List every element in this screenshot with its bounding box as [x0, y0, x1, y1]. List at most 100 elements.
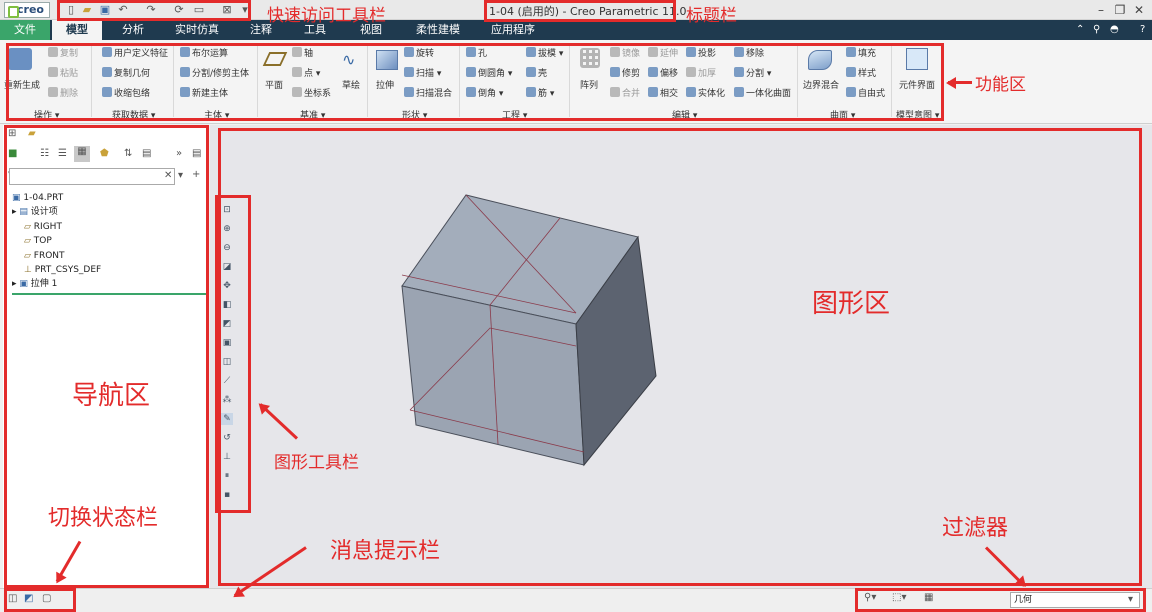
shrinkwrap-command[interactable]: 收缩包络 — [102, 87, 150, 100]
undo-icon[interactable]: ↶ — [118, 3, 128, 16]
restore-button[interactable]: ❐ — [1114, 3, 1126, 17]
pan-icon[interactable]: ✥ — [223, 281, 231, 291]
project-command[interactable]: 投影 — [686, 47, 716, 60]
tree-item-extrude[interactable]: ▸ ▣ 拉伸 1 — [12, 279, 58, 289]
spin-center-icon[interactable]: ↺ — [223, 433, 231, 443]
toggle-browser-icon[interactable]: ◩ — [24, 593, 34, 604]
close-window-icon[interactable]: ⊠ — [222, 3, 232, 16]
help-center-icon[interactable]: ◓ — [1110, 24, 1119, 35]
minimize-button[interactable]: – — [1098, 3, 1104, 17]
unify-surface-command[interactable]: 一体化曲面 — [734, 87, 791, 100]
fill-command[interactable]: 填充 — [846, 47, 876, 60]
zoom-in-icon[interactable]: ⊕ — [223, 224, 231, 234]
extrude-label[interactable]: 拉伸 — [376, 81, 395, 91]
find-icon[interactable]: ⚲▾ — [864, 592, 877, 603]
hole-command[interactable]: 孔 — [466, 47, 487, 60]
split-trim-body-command[interactable]: 分割/修剪主体 — [180, 67, 249, 80]
layer-tree-icon[interactable]: ☰ — [58, 148, 67, 159]
shell-command[interactable]: 壳 — [526, 67, 547, 80]
selection-mode-icon[interactable]: ▦ — [924, 592, 934, 603]
customize-dropdown-icon[interactable]: ▾ — [242, 3, 248, 16]
view-manager-icon[interactable]: ▣ — [222, 338, 232, 348]
pause-icon[interactable]: ⏸ — [224, 471, 230, 481]
select-box-icon[interactable]: ⬚▾ — [892, 592, 907, 603]
plane-label[interactable]: 平面 — [265, 81, 284, 91]
expand-more-icon[interactable]: » — [176, 148, 183, 159]
tree-item-design-items[interactable]: ▸ ▤ 设计项 — [12, 207, 58, 217]
regenerate-label[interactable]: 重新生成 — [4, 81, 41, 91]
new-file-icon[interactable]: ▯ — [67, 3, 75, 16]
regenerate-icon[interactable]: ⟳ — [174, 3, 184, 16]
display-style-icon[interactable]: ◧ — [222, 300, 232, 310]
columns-icon[interactable]: ▦ — [74, 146, 90, 162]
intersect-command[interactable]: 相交 — [648, 87, 678, 100]
tab-live-simulation[interactable]: 实时仿真 — [175, 23, 219, 36]
udf-command[interactable]: 用户定义特征 — [102, 47, 168, 60]
csys-command[interactable]: 坐标系 — [292, 87, 331, 100]
boundary-blend-icon[interactable] — [808, 50, 832, 70]
clear-search-icon[interactable]: ✕ — [164, 170, 173, 181]
remove-command[interactable]: 移除 — [734, 47, 764, 60]
tab-view[interactable]: 视图 — [360, 23, 382, 36]
stop-icon[interactable]: ▪ — [223, 490, 231, 500]
selection-filter-select[interactable]: 几何 — [1010, 592, 1140, 608]
help-icon[interactable]: ? — [1140, 24, 1146, 35]
repaint-icon[interactable]: ◪ — [222, 262, 232, 272]
tree-item-csys[interactable]: ⊥ PRT_CSYS_DEF — [24, 265, 102, 275]
tab-flexible-modeling[interactable]: 柔性建模 — [416, 23, 460, 36]
search-options-icon[interactable]: ▾ — [178, 170, 184, 181]
annotation-display-icon[interactable]: ✎ — [221, 413, 233, 425]
sketch-icon[interactable]: ∿ — [342, 50, 356, 69]
datum-display-icon[interactable]: ⁂ — [222, 395, 232, 405]
thicken-command[interactable]: 加厚 — [686, 67, 716, 80]
pattern-label[interactable]: 阵列 — [580, 81, 599, 91]
open-file-icon[interactable]: ▰ — [82, 3, 92, 16]
toggle-navigator-icon[interactable]: ◫ — [8, 593, 18, 604]
csys-display-icon[interactable]: ⊥ — [223, 452, 231, 462]
merge-command[interactable]: 合并 — [610, 87, 640, 100]
saved-orientations-icon[interactable]: ◩ — [222, 319, 232, 329]
tab-annotate[interactable]: 注释 — [250, 23, 272, 36]
sweep-command[interactable]: 扫描 ▾ — [404, 67, 441, 80]
full-screen-icon[interactable]: ▢ — [42, 593, 52, 604]
freestyle-command[interactable]: 自由式 — [846, 87, 885, 100]
expand-arrow-icon[interactable]: ▸ — [12, 207, 20, 217]
chevron-down-icon[interactable]: ▾ — [1128, 594, 1134, 605]
regenerate-big-icon[interactable] — [8, 48, 32, 70]
expand-arrow-icon[interactable]: ▸ — [12, 279, 20, 289]
pattern-icon[interactable] — [580, 48, 600, 68]
insert-indicator[interactable] — [12, 293, 206, 295]
folder-browser-tab-icon[interactable]: ▰ — [28, 128, 36, 139]
component-interface-label[interactable]: 元件界面 — [899, 81, 936, 91]
save-icon[interactable]: ▣ — [99, 3, 111, 16]
tree-item-front[interactable]: ▱ FRONT — [24, 251, 65, 261]
tree-view-icon[interactable]: ☷ — [40, 148, 49, 159]
solidify-command[interactable]: 实体化 — [686, 87, 725, 100]
draft-command[interactable]: 拔模 ▾ — [526, 47, 563, 60]
point-command[interactable]: 点 ▾ — [292, 67, 320, 80]
boolean-command[interactable]: 布尔运算 — [180, 47, 228, 60]
axis-command[interactable]: 轴 — [292, 47, 313, 60]
tab-applications[interactable]: 应用程序 — [491, 23, 535, 36]
tree-search-input[interactable] — [9, 168, 175, 185]
component-interface-icon[interactable] — [906, 48, 928, 70]
close-button[interactable]: ✕ — [1133, 3, 1145, 17]
delete-command[interactable]: 删除 — [48, 87, 78, 100]
boundary-blend-label[interactable]: 边界混合 — [803, 81, 840, 91]
windows-icon[interactable]: ▭ — [193, 3, 205, 16]
search-icon[interactable]: ⚲ — [1093, 24, 1101, 35]
sketch-label[interactable]: 草绘 — [342, 81, 361, 91]
tab-analysis[interactable]: 分析 — [122, 23, 144, 36]
zoom-out-icon[interactable]: ⊖ — [223, 243, 231, 253]
rib-command[interactable]: 筋 ▾ — [526, 87, 554, 100]
collapse-ribbon-icon[interactable]: ⌃ — [1076, 24, 1085, 35]
perspective-icon[interactable]: ◫ — [222, 357, 232, 367]
trim-command[interactable]: 修剪 — [610, 67, 640, 80]
tab-model[interactable]: 模型 — [52, 20, 102, 40]
part-model[interactable] — [380, 180, 680, 470]
paste-command[interactable]: 粘贴 — [48, 67, 78, 80]
style-command[interactable]: 样式 — [846, 67, 876, 80]
tree-item-top[interactable]: ▱ TOP — [24, 236, 52, 246]
tree-settings-icon[interactable]: ■ — [8, 148, 18, 159]
split-command[interactable]: 分割 ▾ — [734, 67, 771, 80]
